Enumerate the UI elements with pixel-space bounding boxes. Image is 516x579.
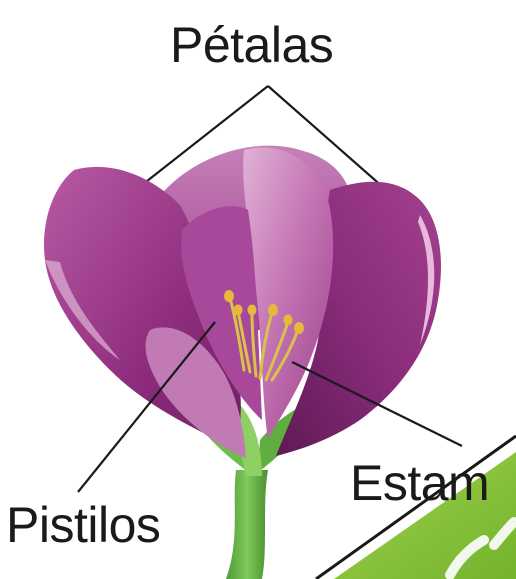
stamens-label: Estam <box>350 458 489 508</box>
flower-stem <box>226 470 268 579</box>
petals-label: Pétalas <box>170 20 333 70</box>
pistils-label: Pistilos <box>6 500 160 550</box>
